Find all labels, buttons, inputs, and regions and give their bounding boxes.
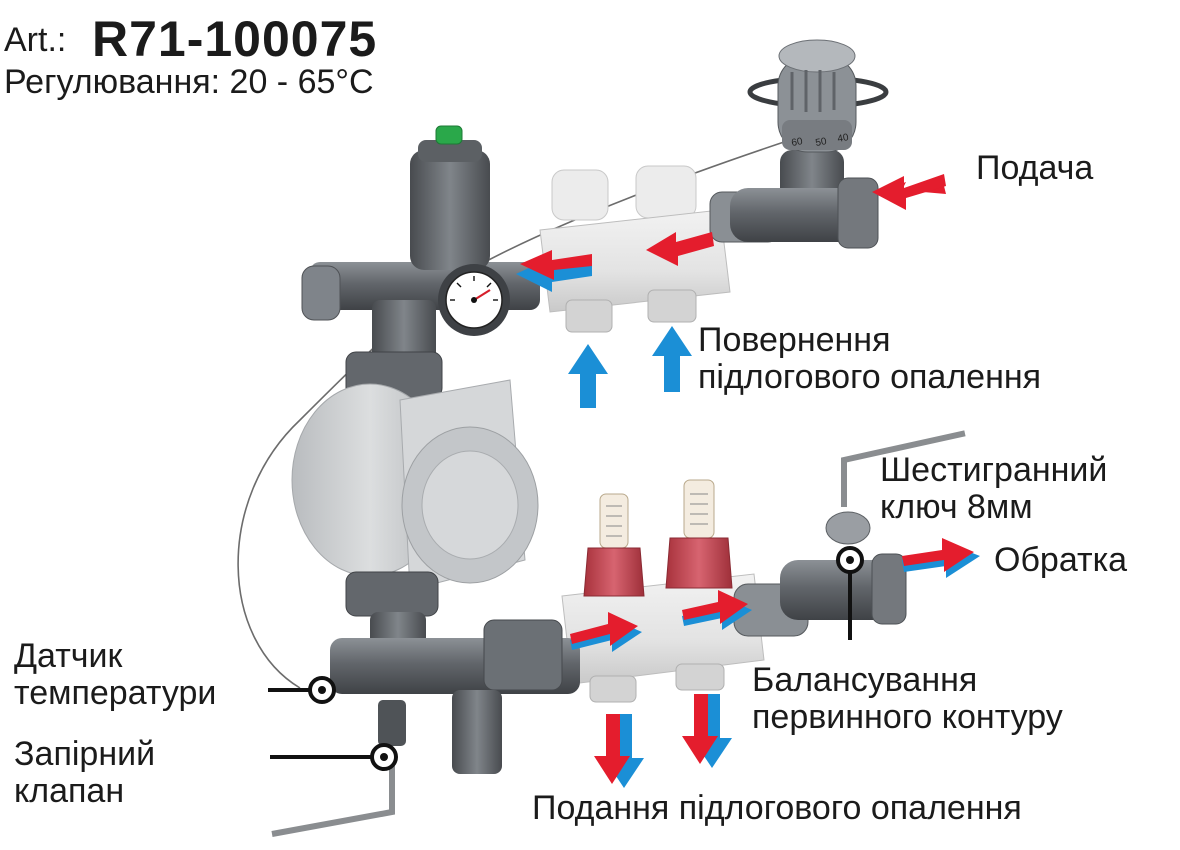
arrow-down-red-blue-icon <box>594 694 732 788</box>
pump-union-nut <box>345 300 443 399</box>
label-balance-line2: первинного контуру <box>752 697 1063 736</box>
arrow-right-red-blue-icon <box>570 538 980 652</box>
label-hex-key: Шестигранний ключ 8мм <box>880 452 1107 525</box>
arrow-up-blue-icon <box>568 326 692 408</box>
article-prefix: Art.: <box>4 21 67 59</box>
circulation-pump <box>291 379 539 591</box>
thermostat-scale-50: 50 <box>815 136 828 149</box>
label-return-floor-line2: підлогового опалення <box>698 357 1042 396</box>
label-outlet: Обратка <box>994 541 1128 579</box>
label-supply: Подача <box>976 149 1094 187</box>
pressure-gauge-icon <box>438 264 510 336</box>
arrow-left-red-icon <box>872 174 946 210</box>
label-valve-line1: Запірний <box>14 735 156 773</box>
label-valve-line2: клапан <box>14 771 125 810</box>
pointer-dots <box>308 546 864 771</box>
label-hex-key-line1: Шестигранний <box>880 451 1108 489</box>
thermostat-scale-60: 60 <box>791 136 804 149</box>
lower-supply-manifold <box>561 573 765 703</box>
label-return-floor-heating: Повернення підлогового опалення <box>698 322 1041 395</box>
flow-meter-right <box>665 479 733 589</box>
article-code: R71-100075 <box>92 11 378 67</box>
label-primary-balancing: Балансування первинного контуру <box>752 662 1063 735</box>
label-sensor-line2: температури <box>14 673 217 712</box>
label-sensor-line1: Датчик <box>14 637 123 675</box>
label-balance-line1: Балансування <box>752 661 978 699</box>
thermostat-head-icon <box>747 39 889 153</box>
balancing-valve-body <box>733 511 907 637</box>
regulation-range: Регулювання: 20 - 65°C <box>4 63 374 101</box>
upper-return-manifold <box>539 165 731 333</box>
label-temperature-sensor: Датчик температури <box>14 638 216 711</box>
valve-handle <box>271 760 395 837</box>
flow-meter-left <box>583 493 645 597</box>
label-hex-key-line2: ключ 8мм <box>880 487 1033 526</box>
thermostatic-valve <box>709 150 879 249</box>
label-return-floor-line1: Повернення <box>698 321 891 359</box>
label-floor-heating-feed: Подання підлогового опалення <box>532 789 1022 827</box>
arrow-left-red-manifold <box>646 232 714 266</box>
air-vent-column <box>410 125 490 270</box>
lower-horizontal-pipe <box>330 619 580 774</box>
hex-key-icon <box>841 430 966 507</box>
thermostat-scale-40: 40 <box>837 132 850 145</box>
arrow-left-red-blue-pipe <box>516 250 592 292</box>
label-shutoff-valve: Запірний клапан <box>14 736 155 809</box>
